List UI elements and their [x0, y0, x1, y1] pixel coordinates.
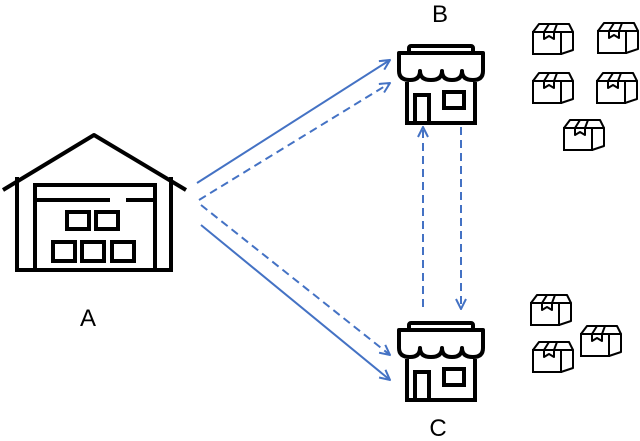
package-icon [532, 72, 574, 104]
store-icon-b [397, 44, 485, 125]
packages-near-store-b [532, 22, 639, 151]
arrows [196, 60, 461, 380]
arrow-a-to-c-dashed [200, 204, 390, 355]
package-icon [596, 72, 638, 104]
warehouse-icon [1, 133, 188, 272]
warehouse-label: A [80, 305, 96, 332]
package-icon [532, 341, 574, 373]
store-b-label: B [432, 1, 448, 28]
package-icon [580, 325, 622, 357]
package-icon [532, 23, 574, 55]
package-icon [530, 294, 572, 326]
packages-near-store-c [530, 294, 622, 373]
store-c-label: C [429, 415, 446, 441]
package-icon [597, 22, 639, 54]
arrow-a-to-b-dashed [198, 83, 390, 201]
package-icon [563, 119, 605, 151]
arrow-a-to-b-solid [196, 60, 390, 184]
arrow-a-to-c-solid [200, 224, 390, 380]
store-icon-c [397, 321, 485, 402]
